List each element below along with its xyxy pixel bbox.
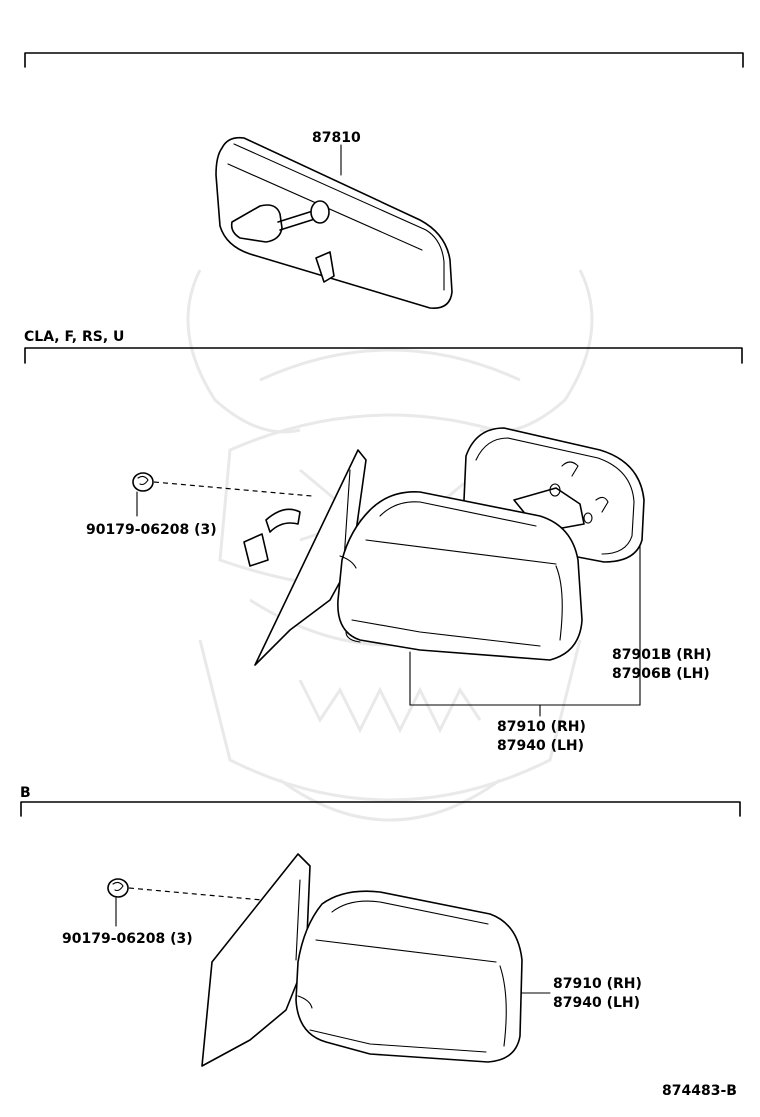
part-number-87906b: 87906B (LH) xyxy=(612,666,710,682)
mirror-base xyxy=(201,853,311,1067)
clip-icon xyxy=(107,878,129,898)
part-number-87940: 87940 (LH) xyxy=(497,738,584,754)
part-number-87901b: 87901B (RH) xyxy=(612,647,712,663)
part-number-87940: 87940 (LH) xyxy=(553,995,640,1011)
section-label: B xyxy=(20,785,31,801)
mirror-housing xyxy=(295,890,523,1063)
illustration-code: 874483-B xyxy=(662,1083,737,1099)
section-bracket xyxy=(24,347,743,364)
part-number-clip: 90179-06208 (3) xyxy=(62,931,193,947)
clip-icon xyxy=(132,472,154,492)
section-label: CLA, F, RS, U xyxy=(24,329,124,345)
section-3: B 90179-06208 (3) 87910 (RH) 87940 (LH) xyxy=(20,785,741,1067)
section-2: CLA, F, RS, U 90179-06208 (3) xyxy=(24,329,743,754)
mirror-base xyxy=(243,449,367,666)
part-number-clip: 90179-06208 (3) xyxy=(86,522,217,538)
section-bracket xyxy=(24,52,744,68)
leader-bracket xyxy=(409,544,641,706)
part-number-87910: 87910 (RH) xyxy=(553,976,642,992)
section-1: 87810 xyxy=(24,52,744,309)
mirror-housing xyxy=(337,491,583,661)
part-number-87910: 87910 (RH) xyxy=(497,719,586,735)
part-number-87810: 87810 xyxy=(312,130,361,146)
dashed-guide xyxy=(153,481,313,497)
dashed-guide xyxy=(128,887,263,901)
section-bracket xyxy=(20,801,741,817)
rear-view-mirror xyxy=(215,136,453,309)
